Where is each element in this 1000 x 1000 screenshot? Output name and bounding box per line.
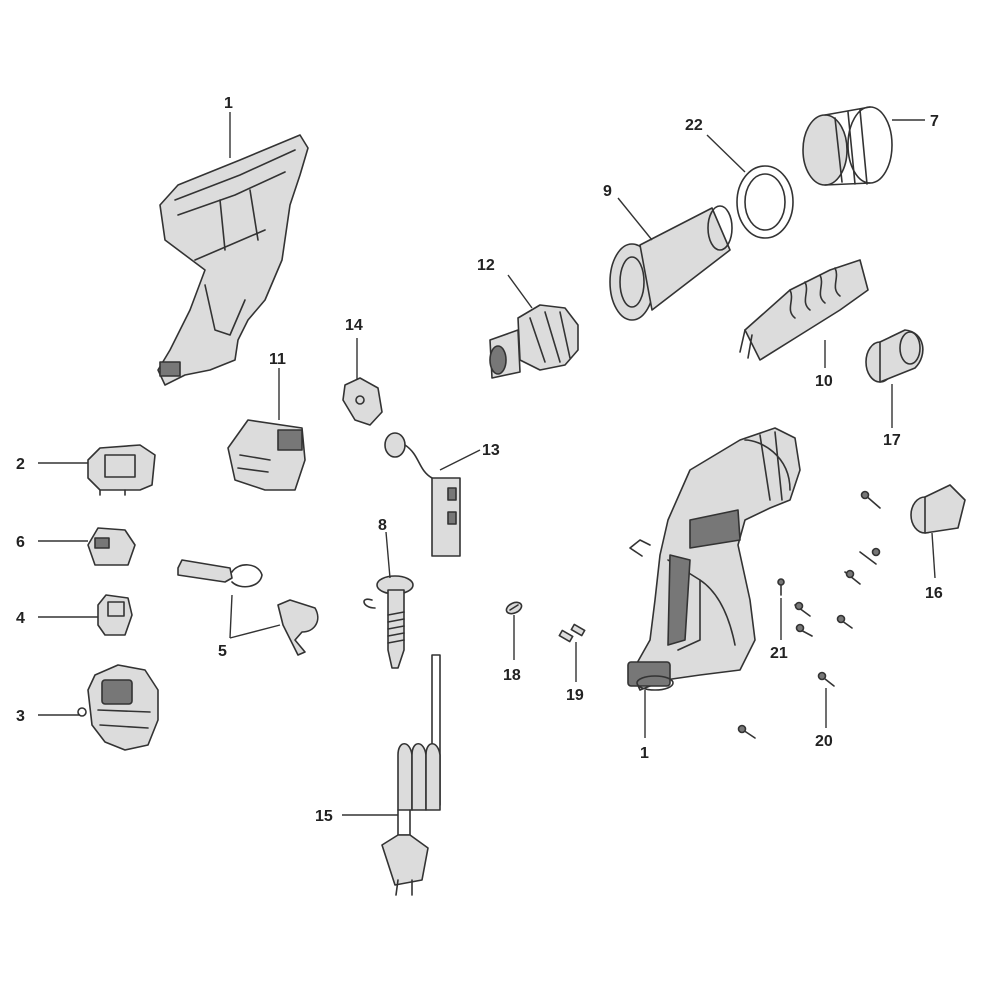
part-18-clip <box>505 601 523 615</box>
part-4-button <box>97 594 133 636</box>
label-part-10: 10 <box>815 373 833 390</box>
label-part-9: 9 <box>603 183 612 200</box>
label-part-5: 5 <box>218 643 227 660</box>
leader-8 <box>385 531 391 579</box>
leader-5b <box>229 624 281 639</box>
leader-13 <box>439 449 481 471</box>
part-21-small-screw <box>777 578 785 596</box>
label-part-14: 14 <box>345 317 363 334</box>
label-part-12: 12 <box>477 257 495 274</box>
label-part-3: 3 <box>16 708 25 725</box>
label-part-7: 7 <box>930 113 939 130</box>
part-3-display-panel <box>77 664 159 751</box>
label-part-20: 20 <box>815 733 833 750</box>
part-13-sensor-board <box>384 432 461 557</box>
label-part-17: 17 <box>883 432 901 449</box>
part-12-motor-fan <box>489 304 579 379</box>
label-part-21: 21 <box>770 645 788 662</box>
leader-12 <box>507 274 533 309</box>
part-15-power-cord <box>381 654 441 896</box>
part-17-reducer-nozzle <box>865 329 924 383</box>
leader-16 <box>931 532 936 579</box>
part-11-switch-block <box>227 419 306 491</box>
part-2-switch-frame <box>87 444 156 496</box>
leader-5a <box>229 594 233 639</box>
label-part-16: 16 <box>925 585 943 602</box>
label-part-22: 22 <box>685 117 703 134</box>
part-16-flat-nozzle <box>910 484 966 534</box>
label-part-15: 15 <box>315 808 333 825</box>
label-part-19: 19 <box>566 687 584 704</box>
part-1-housing-assembled-right <box>627 427 801 691</box>
part-6-switch <box>87 527 136 566</box>
leader-9 <box>617 197 653 241</box>
label-part-8: 8 <box>378 517 387 534</box>
part-9-heater-tube <box>609 205 733 321</box>
label-part-11: 11 <box>269 351 286 368</box>
label-part-1-right: 1 <box>640 745 649 762</box>
part-22-gasket-ring <box>736 165 794 239</box>
part-10-heating-element <box>739 259 869 361</box>
part-5-clips <box>177 559 319 656</box>
label-part-1-top: 1 <box>224 95 233 112</box>
label-part-2: 2 <box>16 456 25 473</box>
label-part-4: 4 <box>16 610 25 627</box>
part-19-pins <box>558 623 586 643</box>
part-1-housing-half-left <box>157 134 309 386</box>
label-part-18: 18 <box>503 667 521 684</box>
part-20-screws <box>737 490 881 739</box>
leader-22 <box>706 134 746 173</box>
part-14-plate <box>342 377 383 426</box>
label-part-6: 6 <box>16 534 25 551</box>
label-part-13: 13 <box>482 442 500 459</box>
part-8-bolt <box>363 575 414 669</box>
part-7-nozzle-cage <box>802 106 893 186</box>
